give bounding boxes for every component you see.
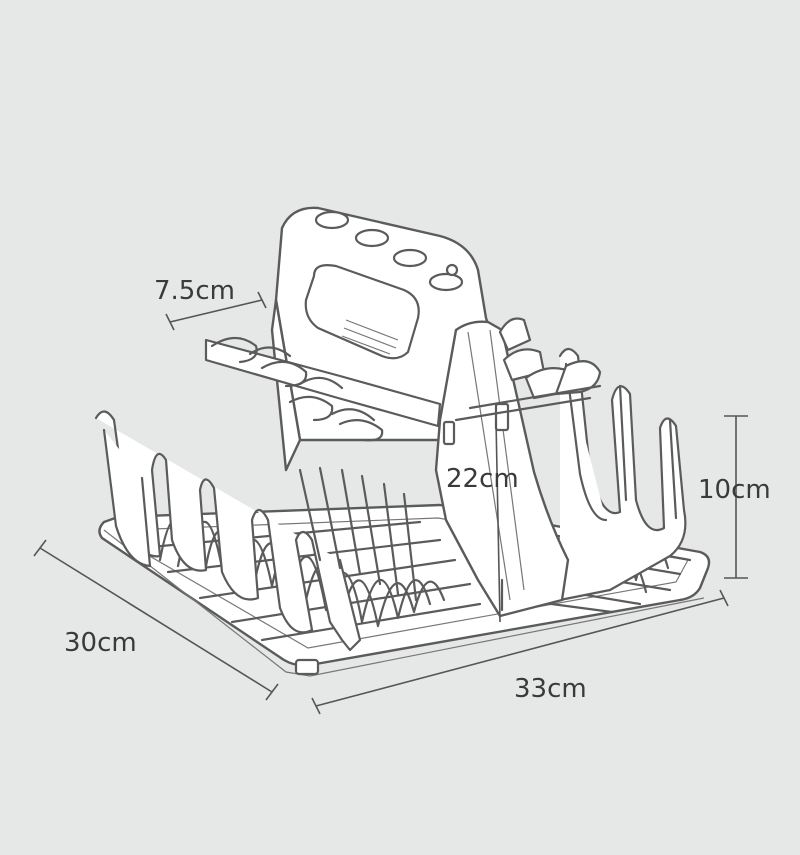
center-divider [434, 320, 592, 618]
divider-clip [494, 402, 510, 432]
bottle-hole [392, 248, 428, 268]
right-rack [468, 347, 692, 614]
label-width: 33cm [514, 674, 587, 704]
dim-line-depth [39, 547, 273, 693]
bottle-hole [428, 272, 464, 292]
bottle-hole [314, 210, 350, 230]
handle-knob [445, 263, 459, 277]
dimension-lines [33, 291, 748, 715]
dim-line-handle-slot [169, 299, 263, 323]
handle-opening [304, 264, 420, 360]
label-center-height: 22cm [446, 464, 519, 494]
dim-line-width [315, 597, 725, 707]
divider-clip [442, 420, 456, 446]
label-side-height: 10cm [698, 475, 771, 505]
center-handle [270, 206, 492, 472]
grip-dots [341, 319, 399, 355]
bottle-hole [354, 228, 390, 248]
utensil-holder-left [204, 336, 442, 442]
utensil-holder-right [468, 317, 602, 410]
tray-foot [294, 658, 320, 676]
label-depth: 30cm [64, 628, 137, 658]
label-handle-slot: 7.5cm [154, 276, 235, 306]
dim-line-center-height [495, 419, 501, 623]
left-rack-fingers [94, 410, 418, 652]
